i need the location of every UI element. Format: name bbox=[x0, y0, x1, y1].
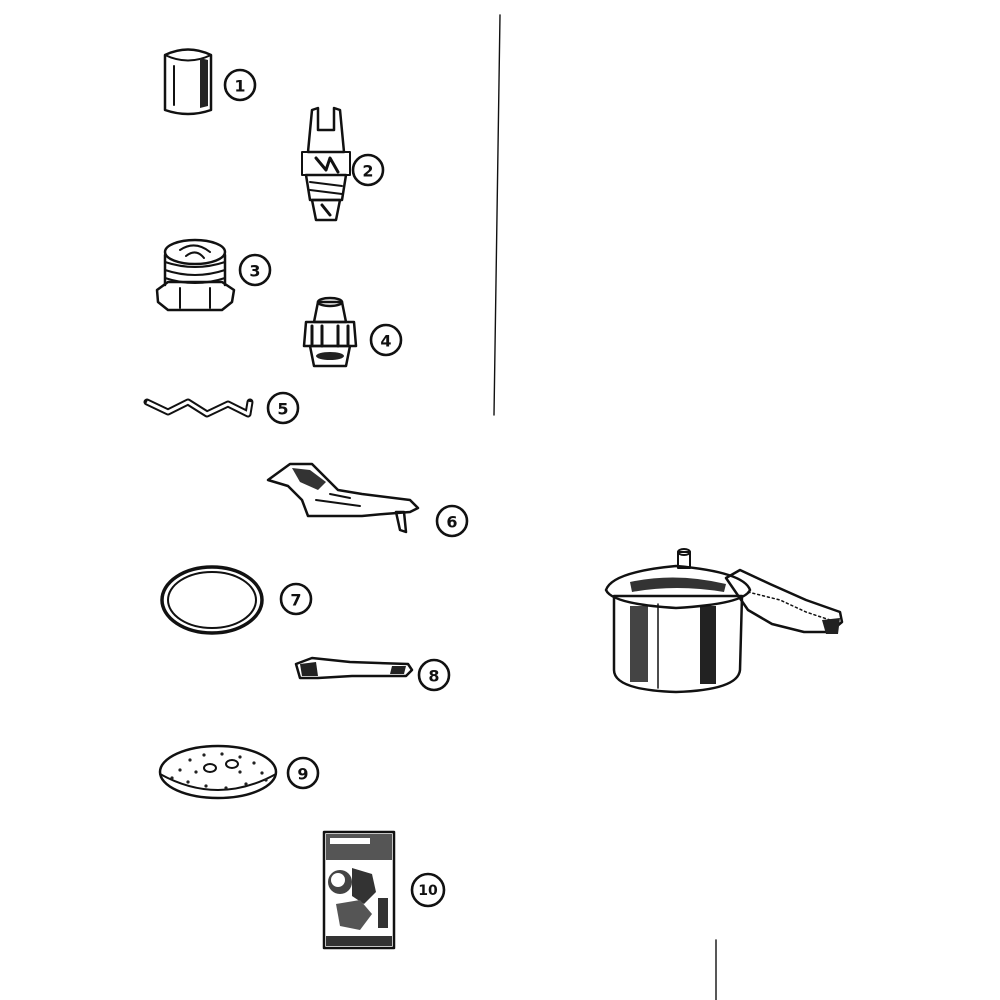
part-4-overpressure-plug bbox=[302, 296, 358, 368]
part-9-cooking-rack bbox=[158, 744, 278, 800]
callout-3-label: 3 bbox=[249, 262, 260, 281]
callout-7: 7 bbox=[279, 582, 313, 616]
divider-line-top bbox=[493, 14, 501, 416]
callout-9-label: 9 bbox=[297, 765, 308, 784]
callout-7-label: 7 bbox=[290, 591, 301, 610]
part-2-vent-valve bbox=[301, 106, 351, 222]
callout-2: 2 bbox=[351, 153, 385, 187]
callout-6-label: 6 bbox=[446, 513, 457, 532]
part-5-spring-wire bbox=[143, 398, 254, 418]
part-1-cap bbox=[163, 48, 213, 116]
part-10-instruction-book bbox=[322, 830, 396, 950]
callout-8: 8 bbox=[417, 658, 451, 692]
part-7-sealing-ring bbox=[160, 565, 264, 635]
part-3-threaded-fitting bbox=[155, 238, 236, 312]
callout-8-label: 8 bbox=[428, 667, 439, 686]
callout-9: 9 bbox=[286, 756, 320, 790]
callout-10: 10 bbox=[410, 872, 446, 908]
part-6-lid-handle bbox=[266, 462, 420, 534]
callout-10-label: 10 bbox=[418, 883, 438, 899]
callout-1: 1 bbox=[223, 68, 257, 102]
callout-2-label: 2 bbox=[362, 162, 373, 181]
callout-5-label: 5 bbox=[277, 400, 288, 419]
callout-4: 4 bbox=[369, 323, 403, 357]
rack-holes bbox=[170, 752, 268, 790]
callout-3: 3 bbox=[238, 253, 272, 287]
pressure-cooker-assembly bbox=[604, 548, 844, 694]
callout-5: 5 bbox=[266, 391, 300, 425]
callout-6: 6 bbox=[435, 504, 469, 538]
callout-1-label: 1 bbox=[234, 77, 245, 96]
callout-4-label: 4 bbox=[380, 332, 391, 351]
part-8-body-handle bbox=[294, 656, 414, 680]
